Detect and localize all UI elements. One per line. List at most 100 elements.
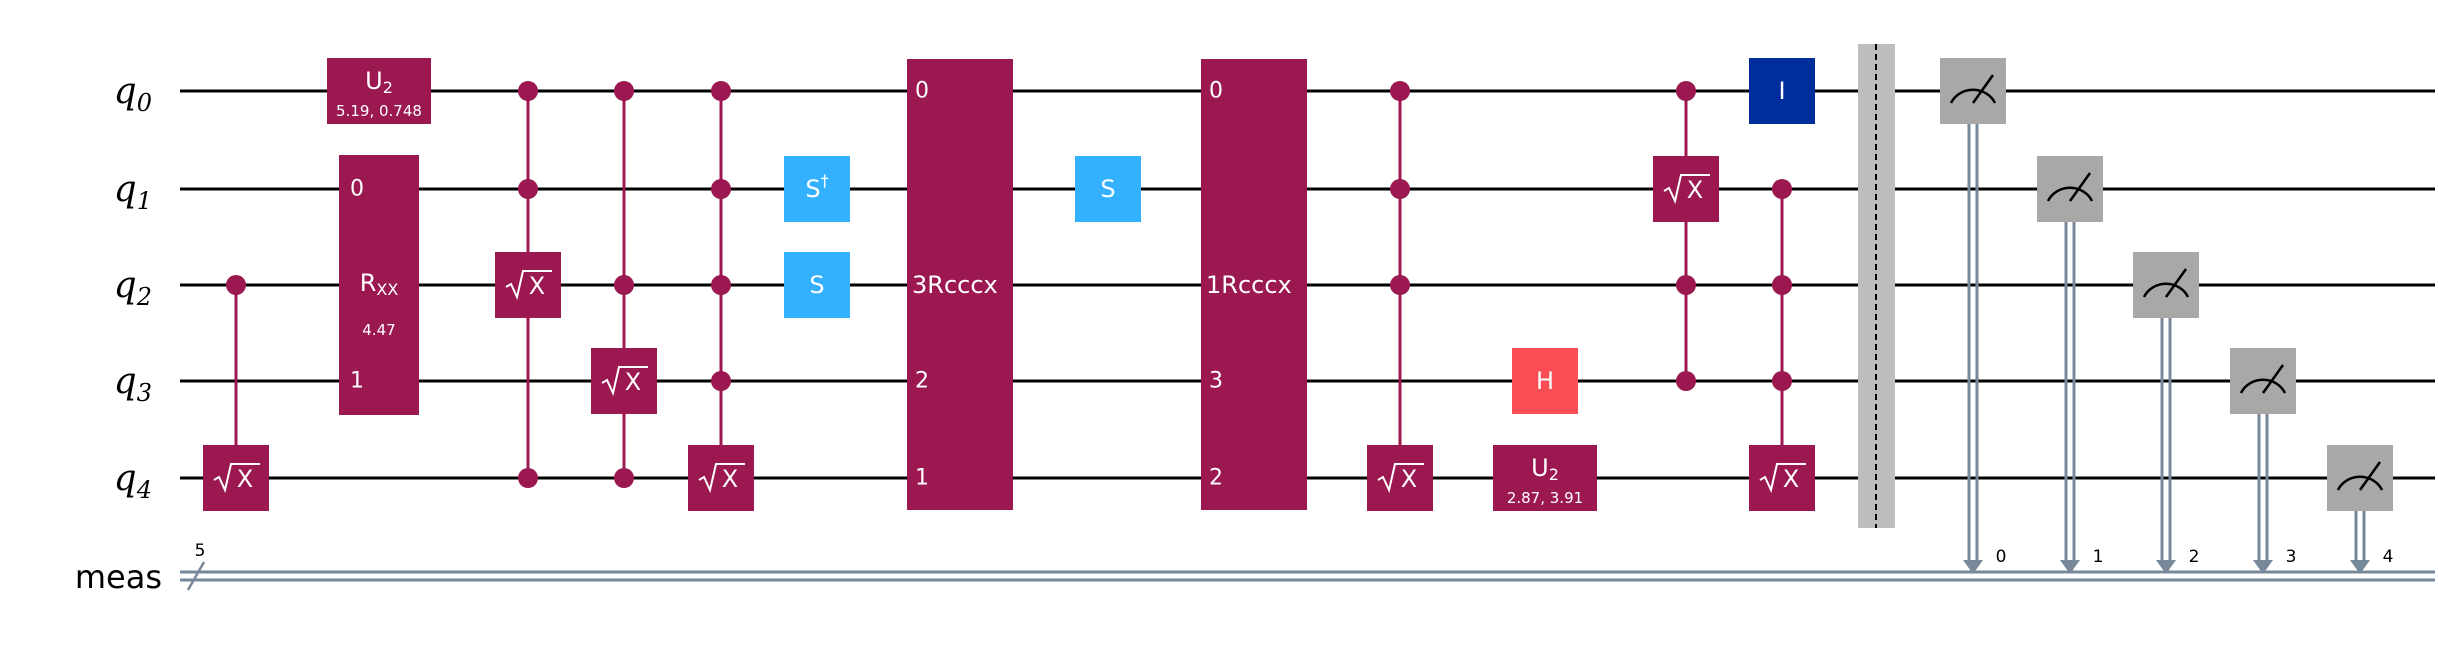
sqrt-symbol <box>601 366 648 397</box>
qubit-label-q2: q2 <box>114 265 152 311</box>
control-dot <box>614 468 634 488</box>
control-dot <box>1390 81 1410 101</box>
gate-i-q0[interactable]: I <box>1749 58 1815 124</box>
measure-arrow-icon <box>2060 560 2080 574</box>
sqrt-x-gate[interactable] <box>203 445 269 511</box>
control-dot <box>1676 275 1696 295</box>
control-dot <box>614 275 634 295</box>
control-dot <box>1676 81 1696 101</box>
measure-arrow-icon <box>1963 560 1983 574</box>
sqrt-symbol <box>1377 463 1424 494</box>
sqrt-x-gate[interactable] <box>495 252 561 318</box>
single-gate[interactable] <box>1512 348 1578 414</box>
sqrt-x-gate[interactable] <box>1749 445 1815 511</box>
gate-s-q1[interactable]: S <box>1075 156 1141 222</box>
gate-u2-q4[interactable]: U22.87, 3.91 <box>1493 445 1597 511</box>
control-dot <box>1676 371 1696 391</box>
control-dot <box>711 371 731 391</box>
gate-s-q2[interactable]: S <box>784 252 850 318</box>
sqrt-symbol <box>1759 463 1806 494</box>
measure-arrow-icon <box>2253 560 2273 574</box>
measure-arrow-icon <box>2156 560 2176 574</box>
gate-csx-q2[interactable]: X <box>495 81 561 488</box>
control-dot <box>711 275 731 295</box>
gate-label: 3Rcccx <box>912 271 998 299</box>
sqrt-symbol <box>505 270 552 301</box>
control-dot <box>1772 275 1792 295</box>
gate-u2-q0[interactable]: U25.19, 0.748 <box>327 58 431 124</box>
sqrt-x-gate[interactable] <box>1653 156 1719 222</box>
control-dot <box>1390 275 1410 295</box>
rxx-gate[interactable] <box>339 155 419 415</box>
gate-csx-q3[interactable]: X <box>591 81 657 488</box>
meter-needle <box>2261 364 2285 394</box>
single-gate[interactable] <box>784 252 850 318</box>
gate-sdg-q1[interactable]: S† <box>784 156 850 222</box>
meter-icon <box>2142 282 2190 298</box>
register-slash <box>186 561 206 591</box>
gate-label: 1Rcccx <box>1206 271 1292 299</box>
gate-params: 2.87, 3.91 <box>1507 489 1583 507</box>
gate-label: S <box>809 271 824 299</box>
gate-csx-q1[interactable]: X <box>1653 81 1719 391</box>
bit-index-label: 0 <box>1996 547 2007 567</box>
gate-csx-q4[interactable]: X <box>688 81 754 511</box>
gate-label: X <box>529 272 545 300</box>
gate-params: 5.19, 0.748 <box>336 102 422 120</box>
gate-label: I <box>1778 77 1785 105</box>
sqrt-x-gate[interactable] <box>688 445 754 511</box>
sqrt-x-gate[interactable] <box>591 348 657 414</box>
gate-sx-q4-control-q2[interactable]: X <box>203 275 269 511</box>
single-gate[interactable] <box>1749 58 1815 124</box>
gate-label: X <box>1687 176 1703 204</box>
control-dot <box>711 179 731 199</box>
qubit-index: 3 <box>1209 369 1223 394</box>
single-gate[interactable] <box>1075 156 1141 222</box>
qubit-index: 2 <box>1209 466 1223 491</box>
gate-csx-q4-c[interactable]: X <box>1749 179 1815 511</box>
measure-q2[interactable]: 2 <box>2133 252 2199 574</box>
sqrt-symbol <box>213 463 260 494</box>
measure-q1[interactable]: 1 <box>2037 156 2103 574</box>
control-dot <box>1390 179 1410 199</box>
qubit-label-q4: q4 <box>114 458 152 504</box>
gate-h-q3[interactable]: H <box>1512 348 1578 414</box>
qubit-index: 0 <box>1209 79 1223 104</box>
gate-csx-q4-b[interactable]: X <box>1367 81 1433 511</box>
control-dot <box>711 81 731 101</box>
rcccx-gate[interactable] <box>907 59 1013 510</box>
param-gate[interactable] <box>1493 445 1597 511</box>
meter-needle <box>2358 461 2382 491</box>
param-gate[interactable] <box>327 58 431 124</box>
gate-label: X <box>237 465 253 493</box>
qubit-index: 1 <box>915 466 929 491</box>
single-gate[interactable] <box>784 156 850 222</box>
control-dot <box>518 468 538 488</box>
meter-icon <box>2046 186 2094 202</box>
control-dot <box>518 81 538 101</box>
qubit-index: 1 <box>350 369 364 394</box>
barrier <box>1858 44 1895 528</box>
measure-q3[interactable]: 3 <box>2230 348 2296 574</box>
qubit-index: 2 <box>915 369 929 394</box>
meter-icon <box>1949 88 1997 104</box>
qubit-label-q0: q0 <box>114 71 152 117</box>
control-dot <box>1772 371 1792 391</box>
sqrt-x-gate[interactable] <box>1367 445 1433 511</box>
measure-q4[interactable]: 4 <box>2327 445 2393 574</box>
rcccx-gate[interactable] <box>1201 59 1307 510</box>
qubit-label-q3: q3 <box>114 361 152 407</box>
meter-needle <box>2164 268 2188 298</box>
measure-q0[interactable]: 0 <box>1940 58 2006 574</box>
gate-rcccx-2[interactable]: 0 1Rcccx 3 2 <box>1201 59 1307 510</box>
register-width-label: 5 <box>195 541 206 561</box>
meter-icon <box>2336 475 2384 491</box>
bit-index-label: 3 <box>2286 547 2297 567</box>
qubit-label-q1: q1 <box>114 169 152 215</box>
gate-label: X <box>1401 465 1417 493</box>
